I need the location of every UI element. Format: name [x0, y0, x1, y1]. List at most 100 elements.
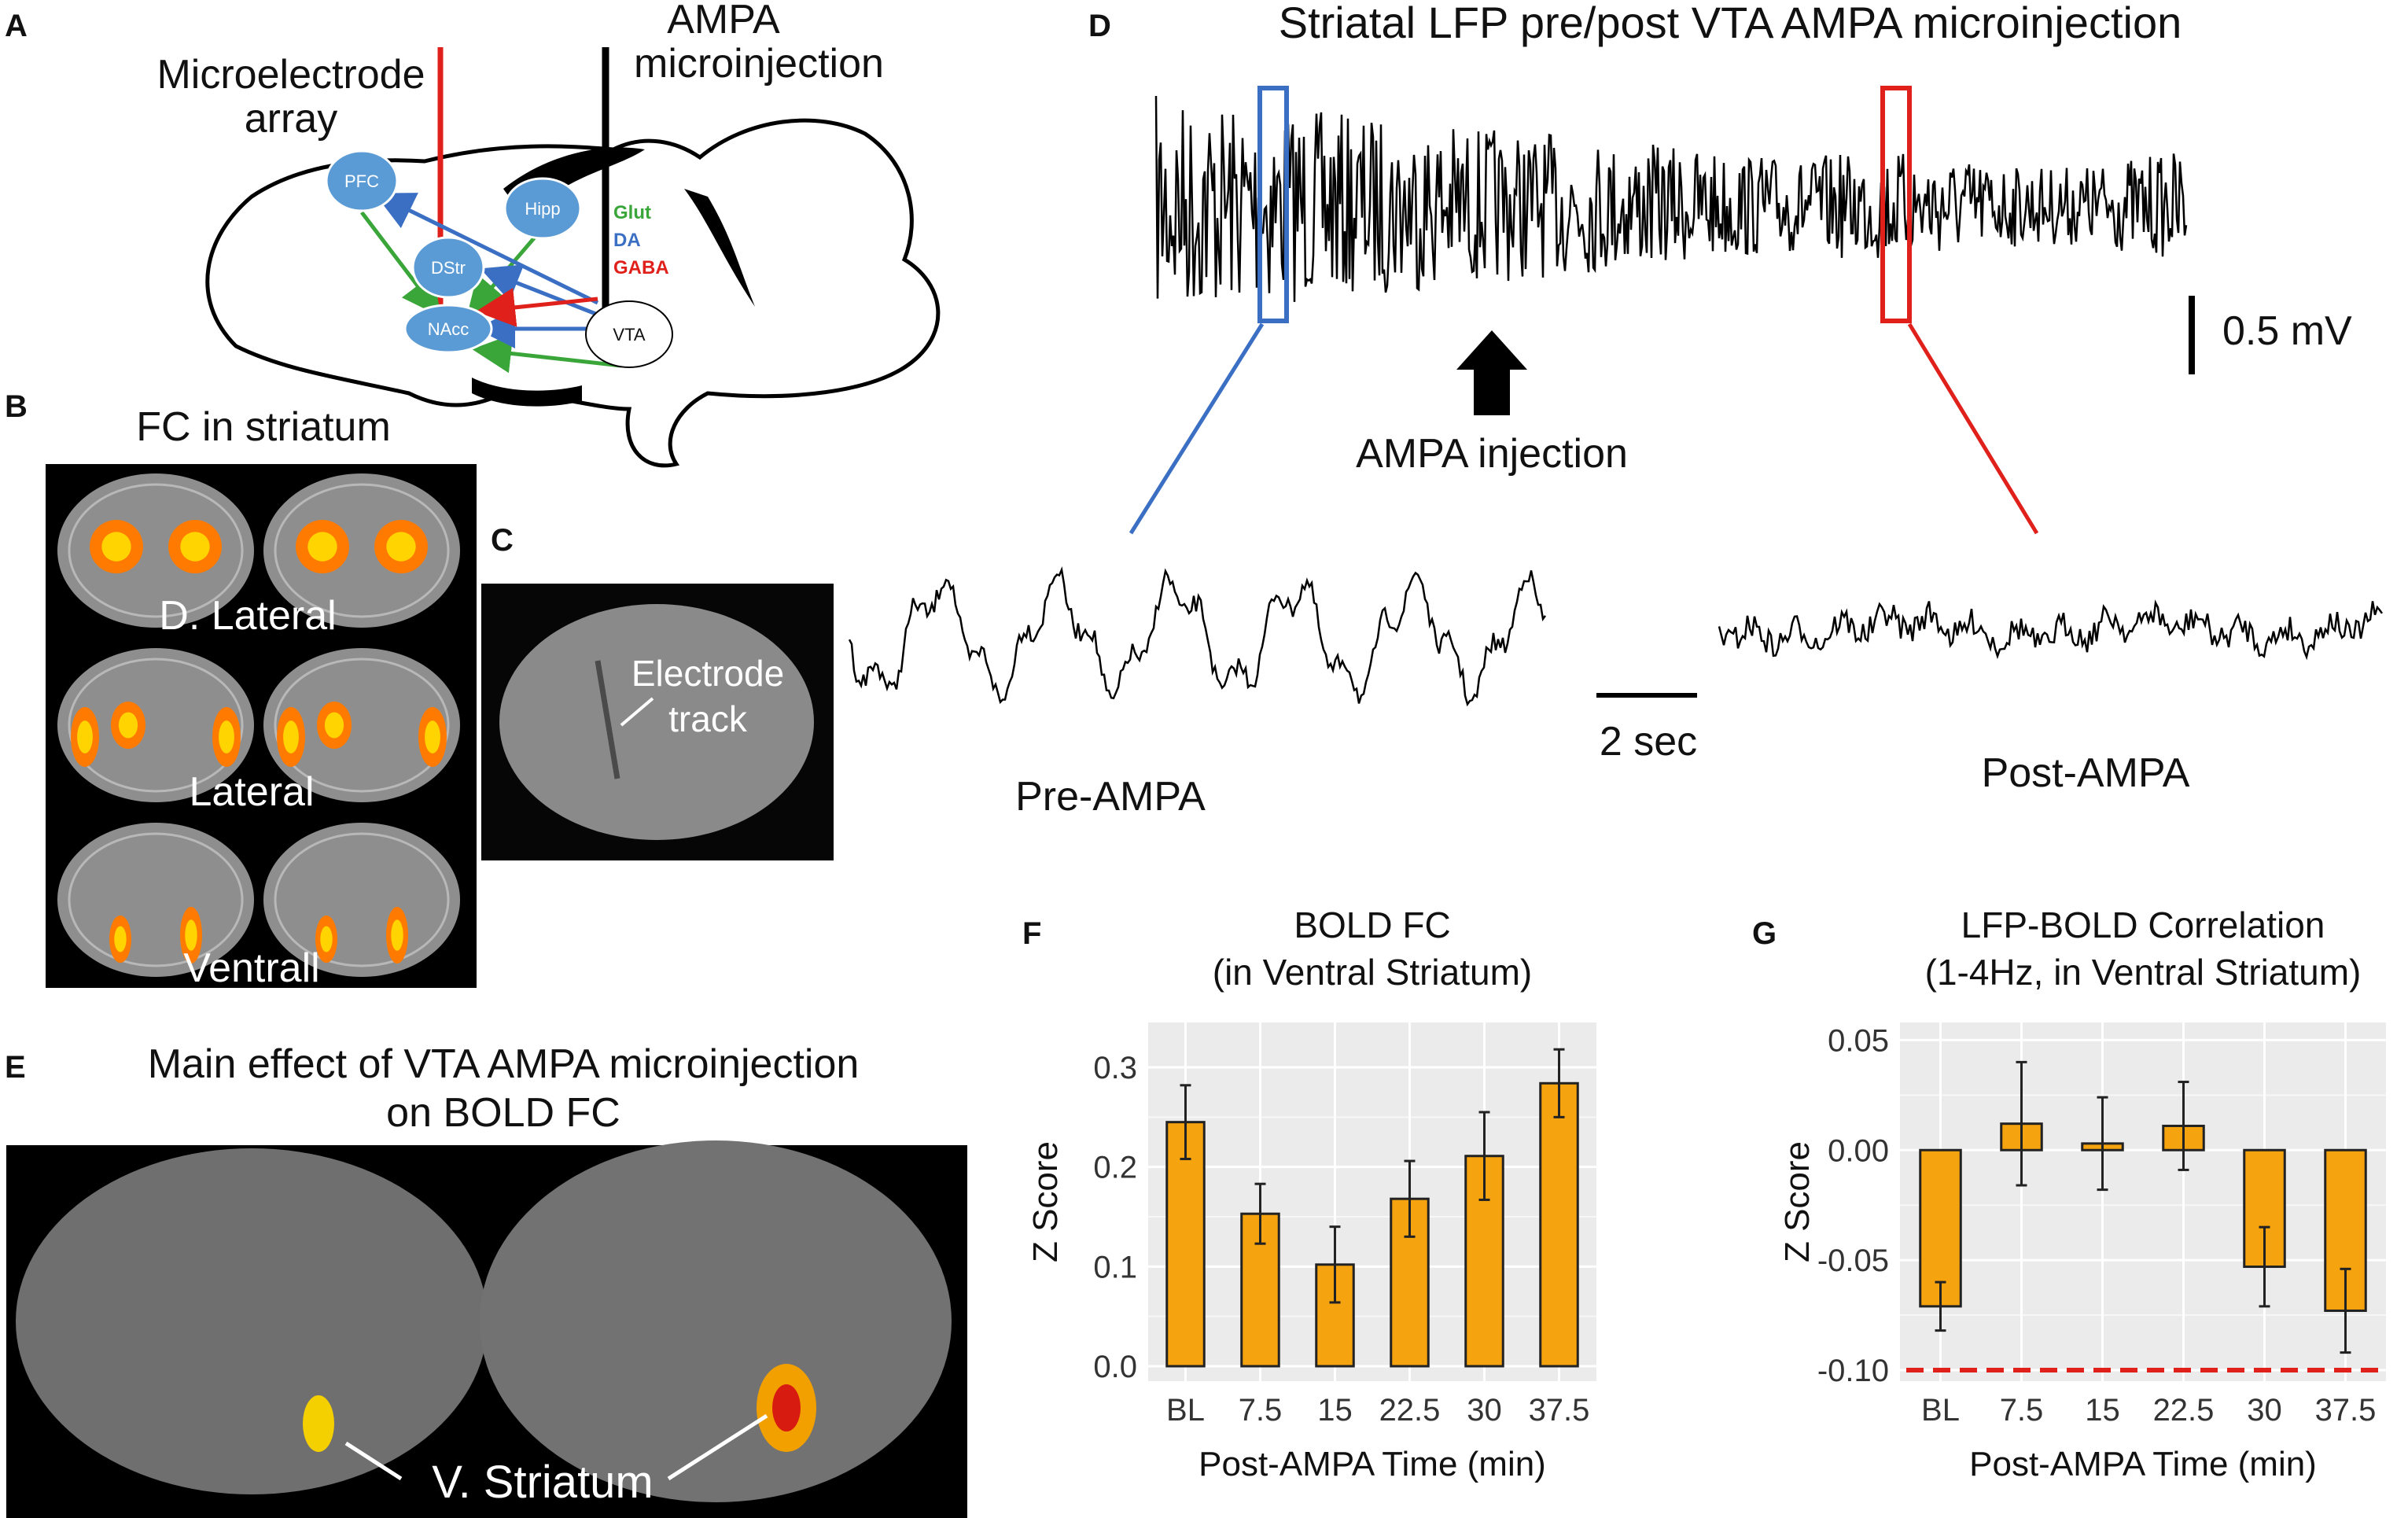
fc-hotspot-core	[425, 720, 440, 753]
time-scale-label: 2 sec	[1600, 719, 1697, 765]
fc-hotspot-core	[386, 532, 416, 562]
pfc-to-nacc-arrow	[360, 211, 442, 317]
electrode-track-label-line2: track	[668, 698, 748, 739]
fc-hotspot-core	[391, 919, 403, 951]
bold-fc-ytick-label: 0.0	[1093, 1350, 1137, 1384]
bold-fc-chart: BOLD FC (in Ventral Striatum) 0.0 0.1 0.2 0.3…	[1026, 905, 1596, 1483]
bold-fc-bar	[1165, 1121, 1206, 1368]
electrode-label-line2: array	[245, 96, 337, 142]
lfp-bold-ytick-label: 0.00	[1828, 1133, 1889, 1168]
vta-node-label: VTA	[613, 325, 645, 344]
bold-fc-subtitle: (in Ventral Striatum)	[1213, 952, 1532, 993]
lfp-bold-xtick-label: 37.5	[2315, 1393, 2377, 1428]
lfp-bold-title: LFP-BOLD Correlation	[1961, 905, 2325, 945]
brain-slice-b-cortex	[274, 658, 450, 793]
electrode-label-line1: Microelectrode	[156, 52, 425, 98]
panel-g-label: G	[1752, 916, 1777, 951]
legend-da: DA	[613, 230, 641, 251]
pre-ampa-label: Pre-AMPA	[1015, 774, 1206, 820]
panel-b-title: FC in striatum	[136, 404, 391, 450]
panel-f-label: F	[1022, 916, 1041, 951]
post-ampa-trace	[1718, 599, 2384, 661]
lfp-bold-xtick-label: BL	[1921, 1393, 1960, 1428]
lfp-bold-plot-area	[1900, 1022, 2386, 1381]
region-label-ventral: Ventrall	[183, 945, 319, 991]
panel-e-label: E	[5, 1050, 26, 1085]
brain-slice-e1	[16, 1148, 488, 1494]
bold-fc-title: BOLD FC	[1294, 905, 1450, 945]
bold-fc-xtick-label: 30	[1467, 1393, 1502, 1428]
bold-fc-xtick-label: 37.5	[1529, 1393, 1590, 1428]
brain-slice-b	[57, 648, 254, 802]
fc-hotspot-core	[114, 926, 127, 952]
brain-pons	[472, 378, 582, 407]
electrode-track-pointer	[620, 697, 654, 727]
activation-blob-right-core	[772, 1384, 801, 1431]
brain-slice-e2	[480, 1140, 952, 1502]
bold-fc-ytick-label: 0.2	[1093, 1151, 1137, 1185]
post-ampa-label: Post-AMPA	[1982, 750, 2190, 796]
pfc-node	[325, 149, 399, 212]
dstr-node	[411, 236, 485, 299]
fc-hotspot-core	[185, 919, 197, 951]
nacc-node-label: NAcc	[428, 319, 469, 339]
electrode-track-line	[595, 660, 620, 779]
fc-hotspot-core	[219, 720, 234, 753]
brain-slice-c	[499, 604, 814, 840]
vta-to-nacc-glut-arrow	[472, 333, 622, 374]
lfp-bold-xlabel: Post-AMPA Time (min)	[1969, 1445, 2317, 1483]
brain-slice-b-cortex	[274, 832, 450, 967]
electrode-track-label-line1: Electrode	[631, 653, 784, 694]
lfp-bold-subtitle: (1-4Hz, in Ventral Striatum)	[1925, 952, 2362, 993]
fc-hotspot-core	[307, 532, 337, 562]
region-label-lateral: Lateral	[190, 769, 315, 815]
lfp-bold-xtick-label: 7.5	[2000, 1393, 2044, 1428]
lfp-bold-xtick-label: 15	[2085, 1393, 2120, 1428]
post-ampa-zoom-line	[1907, 322, 2039, 535]
pre-ampa-window-box	[1257, 86, 1289, 323]
hipp-node	[503, 177, 582, 240]
brain-slice-b	[263, 823, 460, 977]
brain-slice-b-cortex	[274, 483, 450, 618]
lfp-bold-correlation-chart: LFP-BOLD Correlation (1-4Hz, in Ventral S…	[1778, 905, 2386, 1483]
panel-e-title-line1: Main effect of VTA AMPA microinjection	[148, 1041, 860, 1087]
fc-hotspot-core	[101, 532, 131, 562]
lfp-bold-ytick-label: -0.05	[1817, 1244, 1889, 1278]
v-striatum-label: V. Striatum	[432, 1457, 654, 1508]
pfc-node-label: PFC	[344, 171, 379, 191]
legend-gaba: GABA	[613, 257, 669, 278]
panel-b-label: B	[5, 389, 28, 424]
ampa-injection-arrow	[1456, 330, 1527, 415]
panel-d-title: Striatal LFP pre/post VTA AMPA microinje…	[1279, 0, 2182, 47]
panel-a-label: A	[5, 9, 28, 43]
brain-slice-b	[57, 473, 254, 628]
v-striatum-pointer-right	[667, 1413, 768, 1481]
fc-hotspot-core	[324, 712, 344, 739]
brain-slice-b-cortex	[68, 483, 244, 618]
bold-fc-ytick-label: 0.1	[1093, 1250, 1137, 1284]
lfp-bold-ytick-label: -0.10	[1817, 1354, 1889, 1388]
panel-c-label: C	[491, 523, 514, 558]
activation-blob-left	[303, 1395, 334, 1452]
fc-hotspot-core	[180, 532, 210, 562]
panel-d: D Striatal LFP pre/post VTA AMPA microin…	[848, 0, 2384, 820]
bold-fc-xlabel: Post-AMPA Time (min)	[1198, 1445, 1546, 1483]
voltage-scale-label: 0.5 mV	[2222, 308, 2352, 354]
panel-f: F BOLD FC (in Ventral Striatum) 0.0 0.1 0.2 0…	[1022, 905, 1596, 1483]
bold-fc-ylabel: Z Score	[1026, 1141, 1065, 1262]
vta-to-dstr-arrow	[480, 264, 598, 317]
bold-fc-bar	[1539, 1081, 1579, 1368]
bold-fc-plot-area	[1148, 1022, 1596, 1381]
fc-hotspot-core	[283, 720, 299, 753]
fc-hotspot-core	[118, 712, 138, 739]
lfp-bold-ytick-label: 0.05	[1828, 1023, 1889, 1058]
nacc-node	[403, 304, 493, 354]
bold-fc-bar	[1390, 1197, 1430, 1368]
panel-c: C Electrode track	[481, 523, 834, 860]
region-label-d-lateral: D. Lateral	[159, 593, 336, 639]
panel-e-title-line2: on BOLD FC	[386, 1090, 620, 1136]
panel-d-label: D	[1088, 9, 1111, 43]
bold-fc-ytick-label: 0.3	[1093, 1051, 1137, 1085]
v-striatum-pointer-left	[344, 1441, 403, 1481]
pre-ampa-zoom-line	[1129, 322, 1265, 535]
